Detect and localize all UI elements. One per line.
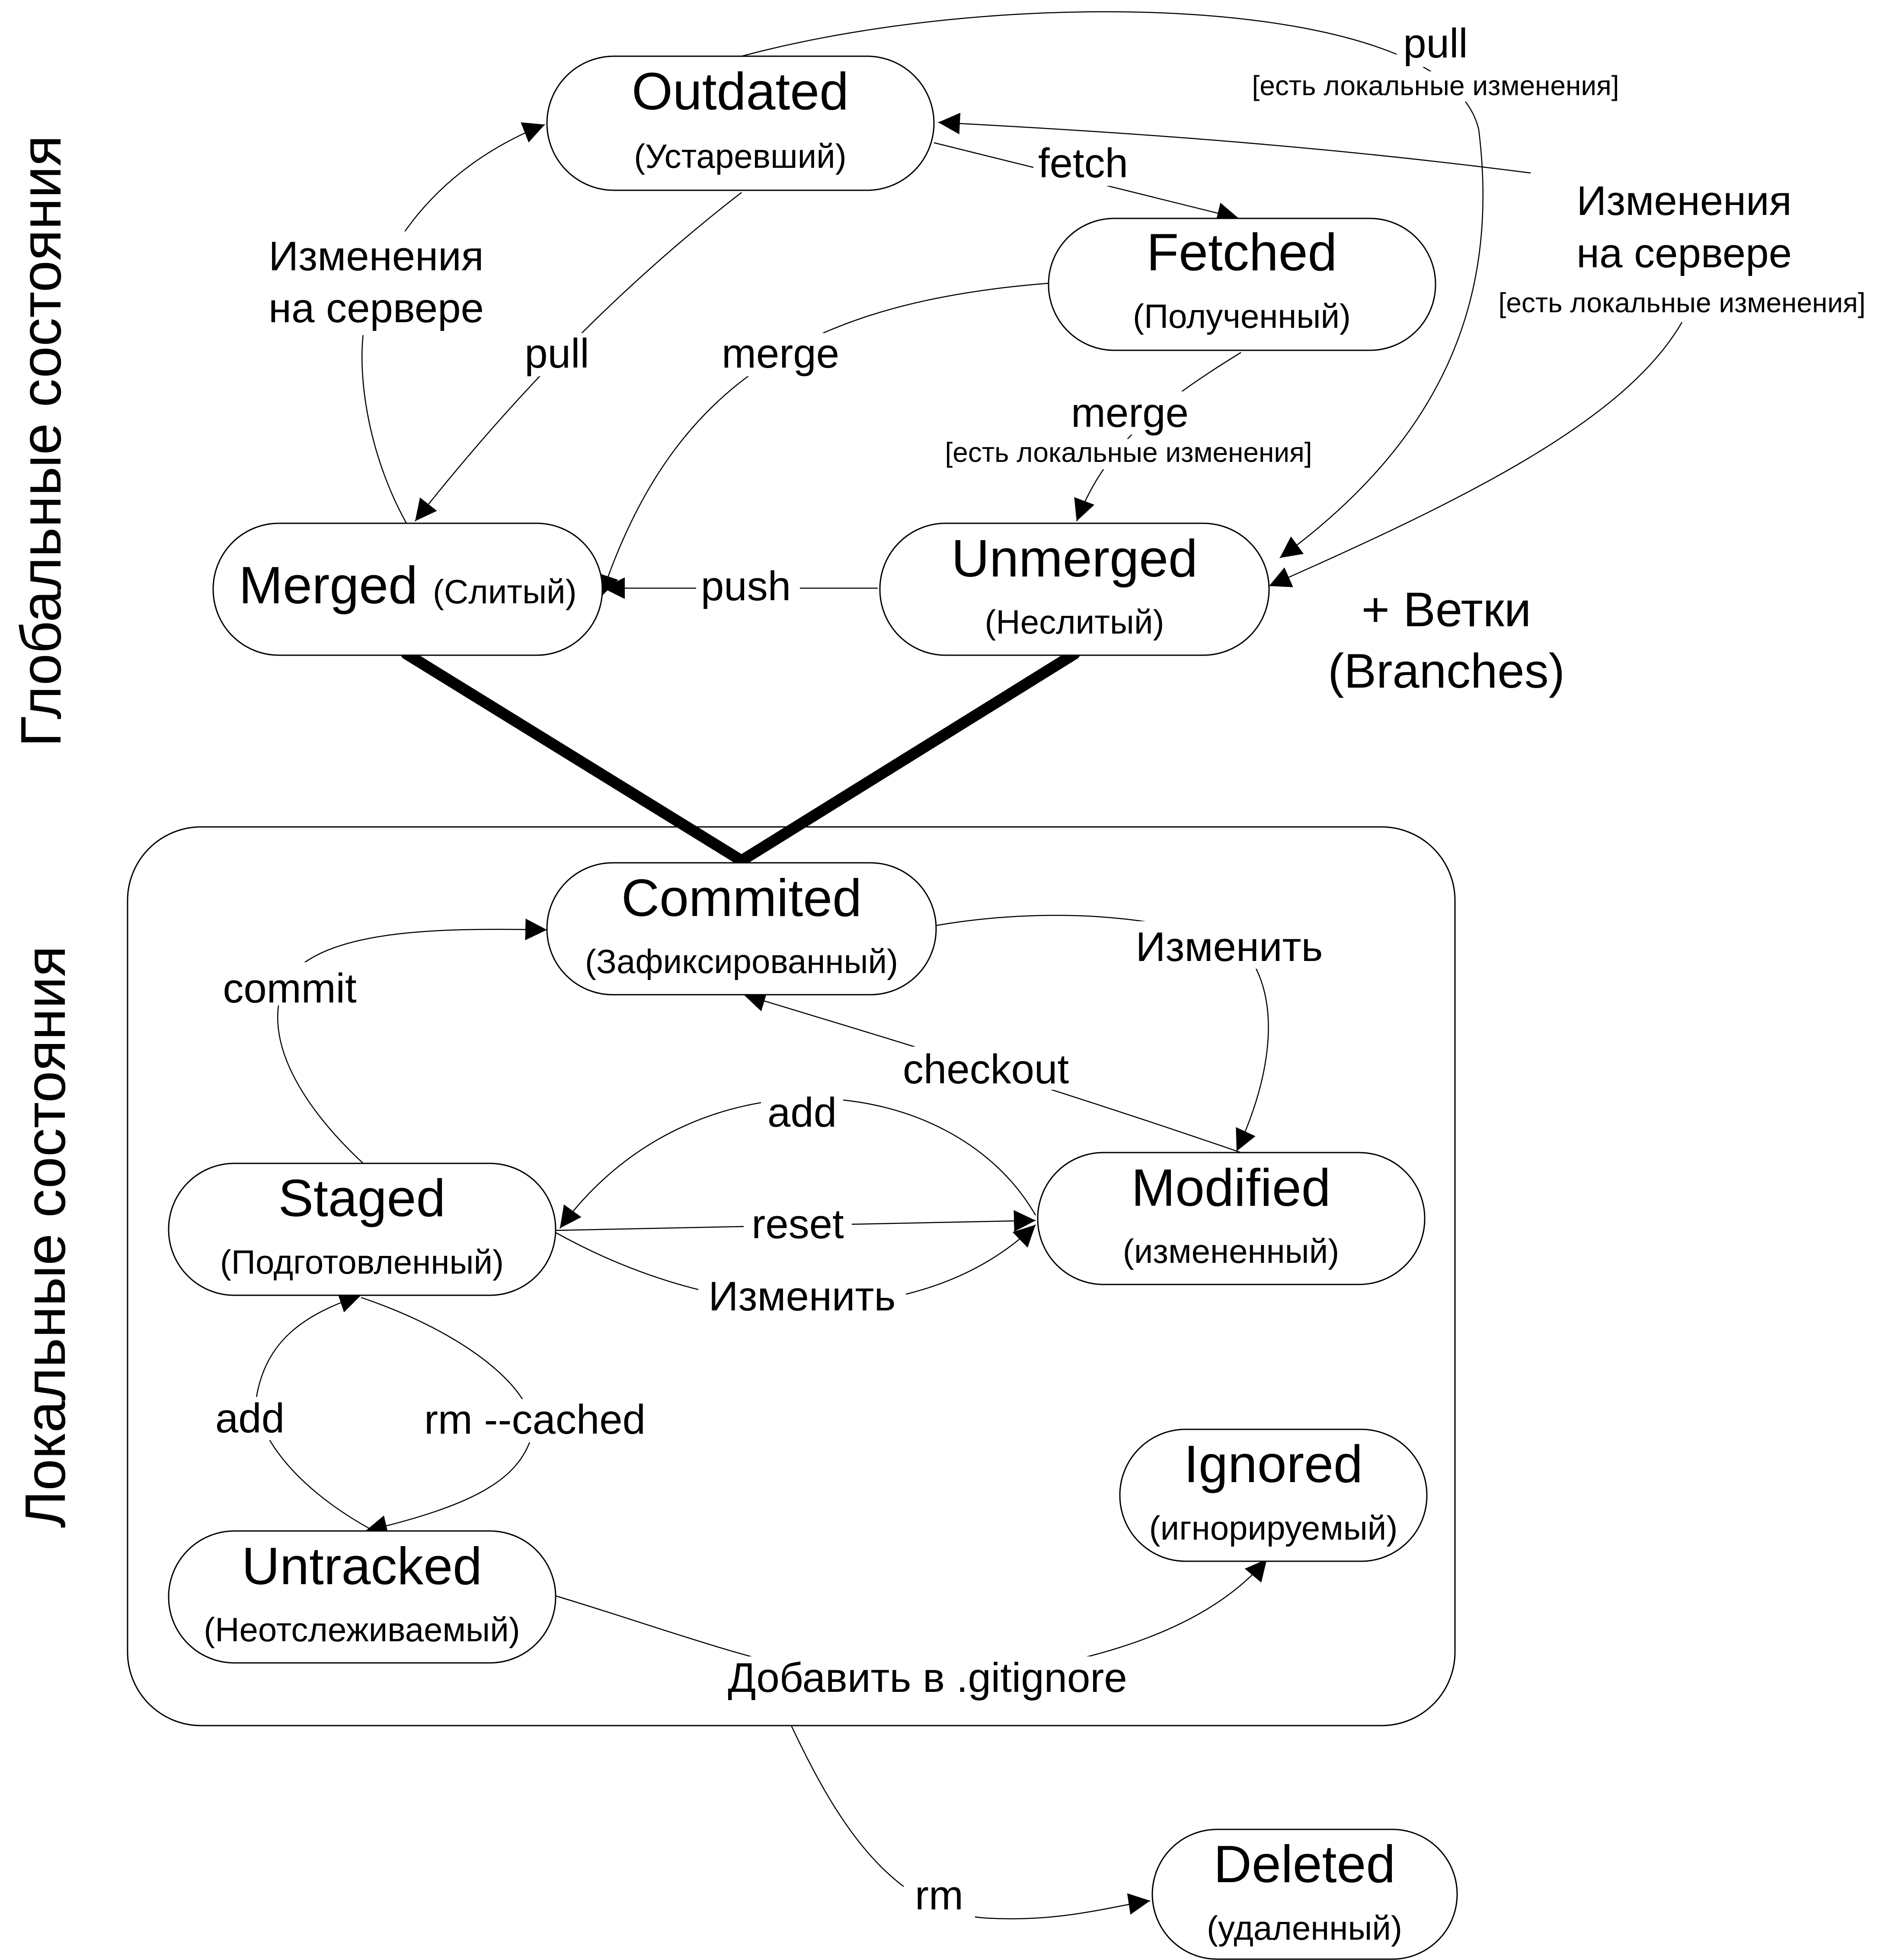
state-untracked-title: Untracked — [242, 1537, 482, 1595]
label-merge-local-note: [есть локальные изменения] — [945, 437, 1312, 468]
state-ignored-subtitle: (игнорируемый) — [1149, 1509, 1398, 1547]
label-server-changes-left-2: на сервере — [269, 285, 484, 331]
state-staged-subtitle: (Подготовленный) — [220, 1243, 504, 1281]
state-commited[interactable]: Commited (Зафиксированный) — [546, 862, 937, 996]
label-modify-top: Изменить — [1135, 924, 1323, 970]
state-merged-title: Merged — [239, 556, 418, 615]
label-rm-cached: rm --cached — [424, 1396, 646, 1443]
state-fetched-title: Fetched — [1147, 223, 1337, 282]
state-outdated-subtitle: (Устаревший) — [634, 137, 846, 175]
state-fetched-subtitle: (Полученный) — [1133, 297, 1351, 335]
state-unmerged-subtitle: (Неслитый) — [985, 603, 1164, 641]
global-states-label: Глобальные состояния — [9, 135, 73, 747]
label-push: push — [701, 563, 791, 609]
label-merge-local: merge — [1071, 390, 1189, 436]
label-pull: pull — [524, 330, 589, 377]
state-staged-title: Staged — [278, 1169, 446, 1227]
label-server-changes-right-2: на сервере — [1576, 230, 1792, 276]
global-local-connector — [401, 648, 1080, 868]
local-states-label: Локальные состояния — [13, 946, 77, 1528]
state-unmerged-title: Unmerged — [951, 529, 1198, 588]
state-merged[interactable]: Merged (Слитый) — [212, 522, 603, 656]
branches-line-2: (Branches) — [1328, 644, 1565, 698]
state-deleted[interactable]: Deleted (удаленный) — [1151, 1829, 1458, 1960]
label-merge: merge — [722, 330, 839, 377]
state-outdated-title: Outdated — [632, 62, 849, 121]
state-untracked-subtitle: (Неотслеживаемый) — [204, 1611, 520, 1649]
label-server-changes-right-1: Изменения — [1576, 178, 1791, 224]
label-commit: commit — [223, 965, 356, 1012]
label-fetch: fetch — [1038, 140, 1128, 186]
branches-line-1: + Ветки — [1362, 583, 1531, 637]
state-outdated[interactable]: Outdated (Устаревший) — [546, 55, 935, 191]
edge-add-left — [256, 1292, 374, 1532]
state-fetched[interactable]: Fetched (Полученный) — [1048, 218, 1436, 351]
label-reset: reset — [751, 1201, 844, 1247]
state-ignored[interactable]: Ignored (игнорируемый) — [1119, 1428, 1428, 1562]
state-merged-subtitle: (Слитый) — [433, 573, 577, 611]
edge-server-changes-right-to-unmerged — [1269, 322, 1683, 587]
label-add-top: add — [767, 1089, 837, 1136]
state-untracked[interactable]: Untracked (Неотслеживаемый) — [168, 1530, 556, 1664]
label-pull-top-note: [есть локальные изменения] — [1252, 70, 1619, 101]
label-pull-top: pull — [1403, 20, 1468, 67]
state-modified[interactable]: Modified (измененный) — [1037, 1152, 1426, 1285]
state-unmerged[interactable]: Unmerged (Неслитый) — [879, 522, 1270, 656]
label-modify-bottom: Изменить — [708, 1273, 895, 1319]
label-server-changes-right-note: [есть локальные изменения] — [1498, 287, 1865, 318]
state-staged[interactable]: Staged (Подготовленный) — [168, 1163, 556, 1296]
state-merged-label: Merged (Слитый) — [239, 556, 576, 615]
label-add-gitignore: Добавить в .gitignore — [728, 1655, 1127, 1701]
edge-server-changes-right-to-outdated — [938, 112, 1531, 174]
state-commited-subtitle: (Зафиксированный) — [585, 942, 898, 980]
state-modified-title: Modified — [1131, 1158, 1330, 1217]
label-add-left: add — [215, 1395, 285, 1441]
state-ignored-title: Ignored — [1184, 1435, 1363, 1493]
state-deleted-subtitle: (удаленный) — [1207, 1909, 1402, 1947]
label-checkout: checkout — [903, 1046, 1069, 1092]
state-modified-subtitle: (измененный) — [1123, 1232, 1340, 1270]
label-rm: rm — [915, 1872, 963, 1918]
state-commited-title: Commited — [621, 868, 862, 927]
state-deleted-title: Deleted — [1214, 1835, 1396, 1893]
label-server-changes-left-1: Изменения — [269, 233, 483, 279]
